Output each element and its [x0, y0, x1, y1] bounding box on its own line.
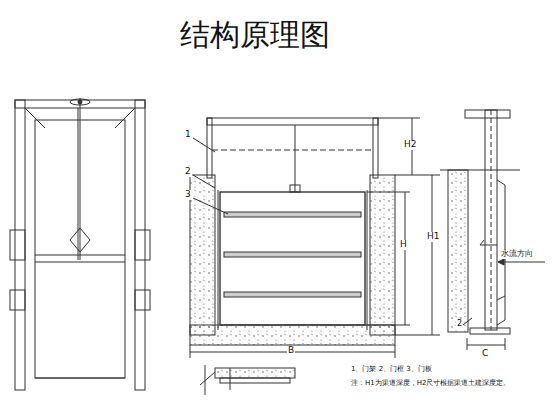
dimension-label: B	[287, 346, 295, 356]
callout-number: 3	[184, 190, 192, 200]
note: 注：H1为渠道深度，H2尺寸根据渠道土建深度定。	[350, 380, 511, 388]
side-view	[440, 110, 545, 350]
callout-number: 1	[184, 130, 192, 140]
callout-number: 2	[456, 320, 463, 329]
dimension-label: H2	[403, 140, 418, 150]
title: 结构原理图	[179, 18, 331, 51]
front-view	[10, 98, 150, 390]
dimension-label: H	[399, 240, 408, 250]
dimension-label: H1	[426, 232, 441, 242]
flow-direction: 水流方向	[500, 250, 534, 259]
dimension-label: C	[481, 349, 489, 359]
callout-number: 2	[184, 167, 192, 177]
section-detail	[200, 365, 295, 395]
legend-note: 1、门架 2、门框 3、门板	[350, 366, 433, 374]
elevation-view	[190, 118, 440, 358]
